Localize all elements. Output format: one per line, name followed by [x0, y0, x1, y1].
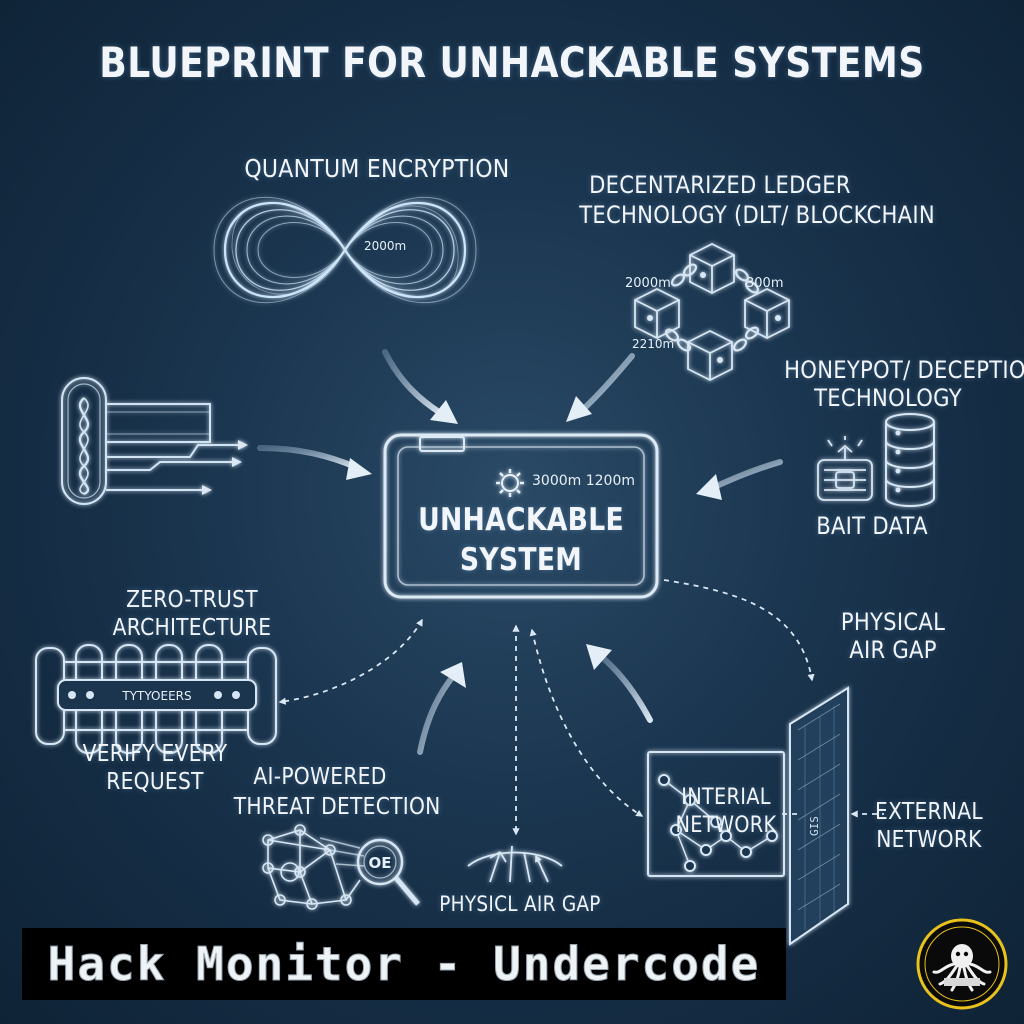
arrow-from-quantum: [382, 349, 445, 417]
honeypot-label: HONEYPOT/ DECEPTION TECHNOLOGY: [784, 356, 1024, 412]
dashed-internal: [529, 628, 644, 817]
external-wall-icon: [789, 686, 849, 946]
neural-network-icon: [262, 824, 365, 910]
octopus-logo-icon: [916, 918, 1008, 1010]
internal-network-label: INTERIAL NETWORK: [675, 785, 777, 838]
database-icon: [885, 413, 935, 507]
ai-threat-label: AI-POWERED THREAT DETECTION: [233, 764, 441, 820]
block-bottom: [687, 329, 733, 382]
ledger-annotation-b: 300m: [746, 276, 783, 291]
dashed-zero-trust: [278, 618, 423, 705]
zero-trust-label: ZERO-TRUST ARCHITECTURE: [112, 587, 272, 641]
block-left: [634, 287, 680, 340]
zero-trust-device-text: TYTYOEERS: [121, 689, 191, 703]
ledger-annotation-a: 2000m: [625, 276, 671, 291]
arrow-from-ai: [417, 672, 457, 755]
quantum-annotation: 2000m: [364, 239, 406, 253]
air-gap-arrows-icon: [467, 845, 563, 883]
ledger-label: DECENTARIZED LEDGER TECHNOLOGY (DLT/ BLO…: [579, 171, 935, 229]
arrow-from-ledger: [577, 353, 635, 415]
physical-air-gap-right-label: PHYSICAL AIR GAP: [840, 608, 946, 664]
gear-icon: [496, 469, 524, 497]
arrow-from-internal: [595, 651, 653, 723]
wall-text: GIS: [808, 816, 821, 836]
verify-request-label: VERIFY EVERY REQUEST: [82, 741, 228, 795]
page-title: BLUEPRINT FOR UNHACKABLE SYSTEMS: [99, 38, 925, 87]
block-top: [689, 242, 735, 295]
secure-cable-icon: [61, 377, 248, 505]
system-spec-text: 3000m 1200m: [532, 473, 635, 489]
unhackable-system-box: [383, 433, 659, 599]
system-label: UNHACKABLE SYSTEM: [418, 502, 624, 578]
watermark-banner: Hack Monitor - Undercode: [22, 928, 786, 1000]
dashed-connectors: [278, 579, 884, 836]
block-right: [744, 287, 790, 340]
quantum-encryption-label: QUANTUM ENCRYPTION: [244, 154, 510, 183]
bait-trap-icon: [817, 436, 873, 501]
blockchain-cubes-icon: [634, 242, 790, 382]
lens-text: OE: [369, 854, 392, 872]
physical-air-gap-bottom-label: PHYSICL AIR GAP: [439, 892, 601, 916]
chain-links: [664, 263, 760, 352]
arrow-from-cable: [257, 445, 361, 471]
dashed-physical-gap: [663, 579, 815, 682]
quantum-infinity-icon: [213, 197, 477, 303]
magnifier-icon: [356, 838, 420, 906]
zero-trust-gateway-icon: [35, 644, 277, 754]
external-network-label: EXTERNAL NETWORK: [875, 799, 983, 853]
ledger-annotation-c: 2210m: [632, 337, 674, 351]
bait-data-label: BAIT DATA: [816, 512, 928, 540]
banner-text: Hack Monitor - Undercode: [47, 937, 761, 992]
arrow-from-honeypot: [709, 459, 783, 491]
internal-network-box: [647, 751, 785, 877]
